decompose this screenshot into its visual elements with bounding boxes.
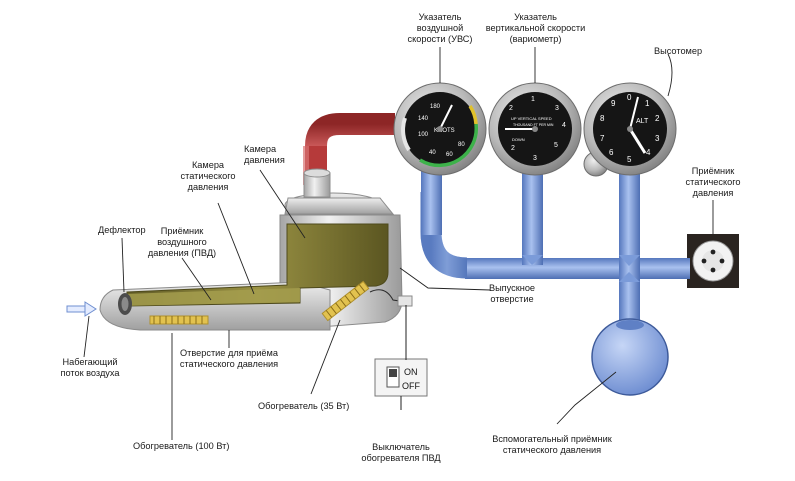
vsi-mark: 3 — [533, 155, 537, 162]
alt-mark: 7 — [600, 134, 605, 143]
airspeed-indicator-gauge: 100 140 180 80 60 40 KNOTS — [393, 82, 487, 176]
vsi-thousand-text: THOUSAND FT PER MIN — [513, 123, 554, 127]
leader-lines — [83, 47, 714, 440]
vsi-mark: 3 — [555, 105, 559, 112]
switch-on-text: ON — [404, 367, 418, 377]
alternate-static-source — [591, 290, 669, 396]
vsi-mark: 2 — [511, 145, 515, 152]
static-port — [680, 234, 739, 288]
alt-mark: 0 — [627, 93, 632, 102]
vsi-mark: 2 — [509, 105, 513, 112]
asi-mark: 100 — [418, 132, 429, 138]
vsi-mark: 5 — [554, 142, 558, 149]
alt-mark: 9 — [611, 99, 616, 108]
asi-unit: KNOTS — [434, 128, 455, 134]
pitot-head — [99, 168, 413, 331]
vsi-down-text: DOWN — [512, 137, 525, 142]
label-heater-35: Обогреватель (35 Вт) — [258, 401, 350, 411]
label-altimeter: Высотомер — [654, 46, 703, 56]
airflow-arrow — [66, 301, 97, 317]
alt-mark: 3 — [655, 134, 660, 143]
asi-mark: 180 — [430, 104, 441, 110]
asi-mark: 60 — [446, 152, 453, 158]
vertical-speed-indicator-gauge: 2 1 3 4 5 3 2 UP VERTICAL SPEED THOUSAND… — [488, 82, 582, 176]
heater-switch-box: ON OFF — [374, 305, 428, 410]
label-deflector: Дефлектор — [98, 225, 146, 235]
static-piping — [420, 170, 690, 320]
heater-100w-coil — [149, 315, 209, 325]
heater-35w-coil — [321, 280, 370, 322]
alt-mark: 4 — [646, 148, 651, 157]
asi-mark: 40 — [429, 150, 436, 156]
altimeter-gauge: 0 1 2 3 4 5 6 7 8 9 ALT — [583, 82, 677, 177]
alt-mark: 1 — [645, 99, 650, 108]
vsi-mark: 4 — [562, 122, 566, 129]
alt-unit: ALT — [636, 118, 649, 125]
alt-mark: 5 — [627, 155, 632, 164]
switch-off-text: OFF — [402, 381, 420, 391]
vsi-mark: 1 — [531, 96, 535, 103]
asi-mark: 80 — [458, 142, 465, 148]
label-heater-100: Обогреватель (100 Вт) — [133, 441, 230, 451]
alt-mark: 8 — [600, 114, 605, 123]
asi-mark: 140 — [418, 116, 429, 122]
alt-mark: 2 — [655, 114, 660, 123]
vsi-up-text: UP VERTICAL SPEED — [511, 116, 552, 121]
alt-mark: 6 — [609, 148, 614, 157]
